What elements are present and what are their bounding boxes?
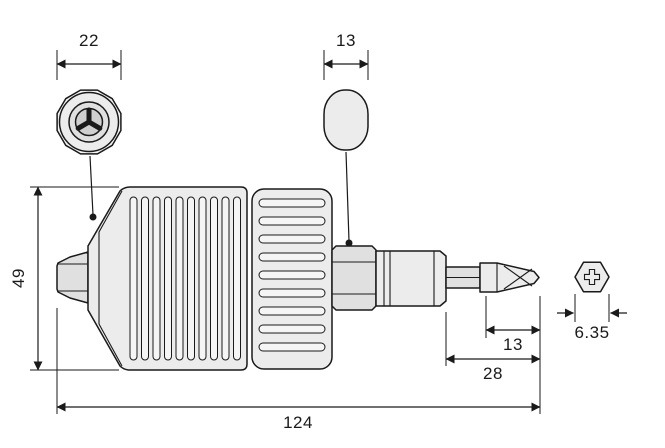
dimension-label: 28 xyxy=(483,364,503,383)
grip-rib xyxy=(198,196,207,361)
phillips-flute-line xyxy=(503,265,533,287)
collar-rib xyxy=(258,342,326,352)
cone-edge-line xyxy=(98,323,123,367)
grip-rib xyxy=(152,196,161,361)
phillips-bit-tip xyxy=(479,262,540,293)
bit-sleeve xyxy=(375,250,447,307)
dimension-chuck-front-diameter: 22 xyxy=(56,31,122,80)
grip-rib xyxy=(164,196,172,361)
dimension-overall-length: 124 xyxy=(56,296,541,432)
dimension-hex-shank-size: 6.35 xyxy=(557,294,627,342)
collar-rib xyxy=(258,270,326,280)
leader-dot xyxy=(345,239,353,247)
phillips-flute-line xyxy=(503,268,533,290)
collar-rib xyxy=(258,234,326,244)
leader-chuck-front xyxy=(89,155,97,221)
grip-rib xyxy=(175,196,184,361)
leader-line xyxy=(89,155,94,216)
collar-rib xyxy=(258,324,326,334)
grip-rib xyxy=(187,196,195,361)
grip-rib xyxy=(141,196,149,361)
collar-rib xyxy=(258,306,326,316)
hex-nut xyxy=(331,245,377,311)
collar-end-view xyxy=(323,89,369,151)
chuck-jaw-line xyxy=(86,119,103,131)
rear-collar-ribs xyxy=(258,198,326,352)
dimension-label: 49 xyxy=(9,268,28,288)
collar-rib xyxy=(258,198,326,208)
dimension-bit-tip-length: 13 xyxy=(485,296,541,354)
leader-collar xyxy=(345,151,353,247)
leader-dot xyxy=(89,213,97,221)
collar-rib xyxy=(258,252,326,262)
chuck-front-view xyxy=(56,89,122,155)
phillips-cross-icon xyxy=(583,268,601,286)
dimension-label: 13 xyxy=(503,335,523,354)
cone-edge-line xyxy=(98,190,123,233)
dimension-label: 13 xyxy=(336,31,356,50)
dimension-label: 6.35 xyxy=(574,323,609,342)
grip-rib xyxy=(233,196,241,361)
grip-rib xyxy=(221,196,230,361)
dimension-body-diameter: 49 xyxy=(9,186,119,371)
collar-rib xyxy=(258,216,326,226)
chuck-side-view xyxy=(56,186,540,371)
grip-rib xyxy=(210,196,218,361)
collar-capsule-shape xyxy=(323,89,369,151)
chuck-nose xyxy=(56,251,89,304)
dimension-label: 22 xyxy=(79,31,99,50)
chuck-grip-ribs xyxy=(129,196,241,361)
hex-shank-section-view xyxy=(574,261,610,293)
leader-line xyxy=(345,151,350,242)
collar-rib xyxy=(258,288,326,298)
dimension-collar-diameter: 13 xyxy=(323,31,369,80)
hex-section-shape xyxy=(574,261,610,293)
dimension-label: 124 xyxy=(283,413,313,432)
dimension-bit-exposed-length: 28 xyxy=(445,312,541,383)
grip-rib xyxy=(129,196,138,361)
